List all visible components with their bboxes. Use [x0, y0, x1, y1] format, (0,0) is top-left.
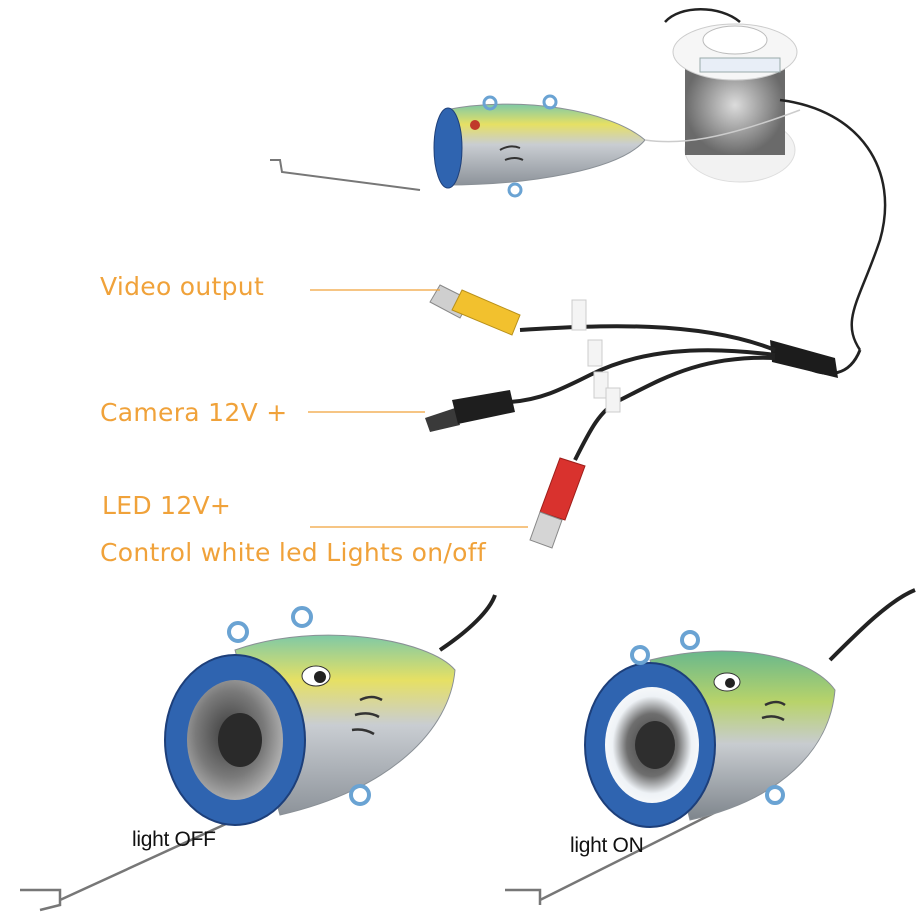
label-video-output: Video output	[100, 272, 265, 301]
rca-video-plug-yellow	[429, 284, 521, 336]
label-camera-power: Camera 12V +	[100, 398, 288, 427]
label-led-power: LED 12V+	[102, 491, 232, 520]
cable-harness	[509, 299, 862, 461]
camera-light-on	[505, 588, 916, 905]
camera-housing-top	[270, 94, 801, 198]
cable-spool	[664, 8, 887, 351]
caption-light-on: light ON	[570, 834, 644, 857]
dc-camera-power-plug	[425, 390, 515, 432]
caption-light-off: light OFF	[132, 828, 216, 851]
rca-led-plug-red	[529, 457, 586, 549]
label-led-control: Control white led Lights on/off	[100, 538, 486, 567]
camera-light-off	[20, 594, 497, 912]
